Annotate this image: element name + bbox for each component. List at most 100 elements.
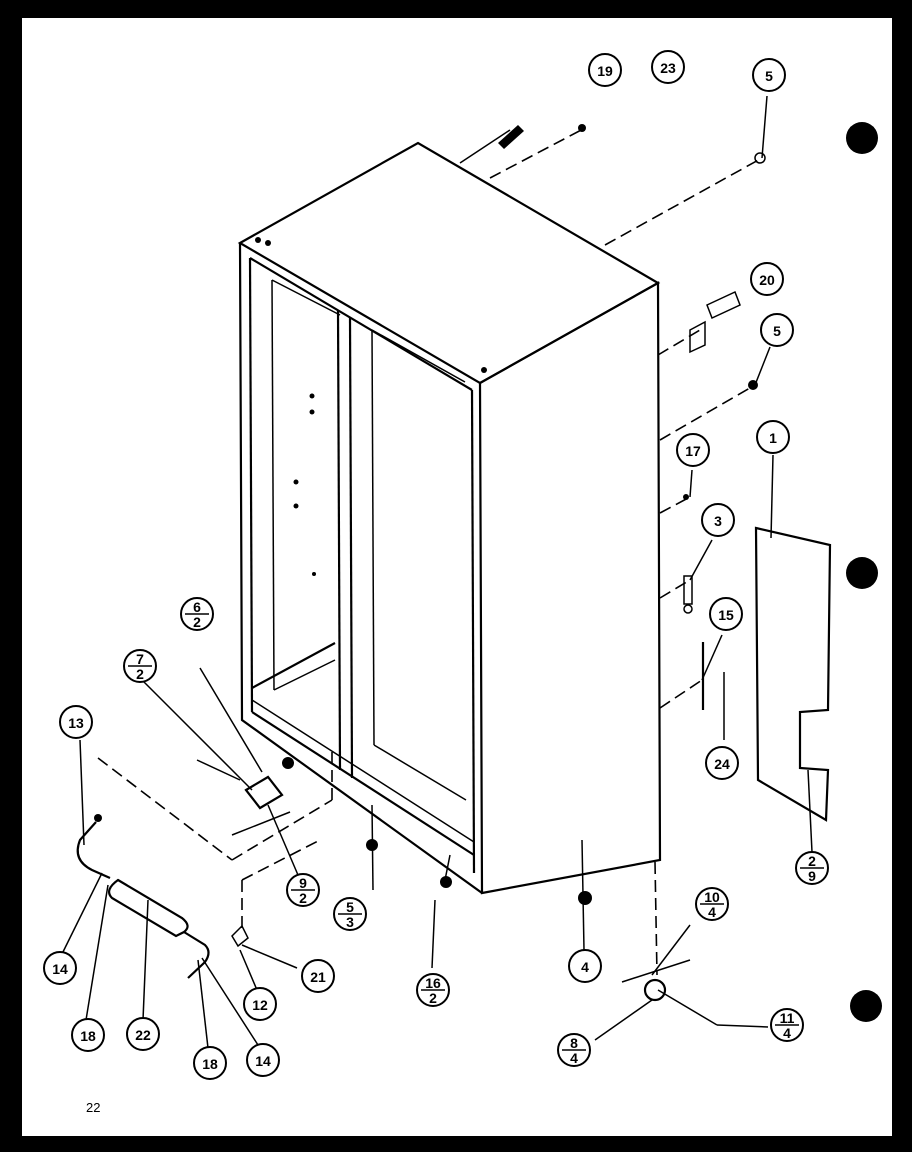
callout-c15: 15 (709, 597, 743, 631)
callout-circle (651, 50, 685, 84)
callout-c5b: 5 (760, 313, 794, 347)
callout-number: 10 (704, 889, 720, 905)
callout-figure-ref: 4 (570, 1050, 578, 1066)
diagram-sheet (22, 18, 892, 1136)
part-8-roller (643, 978, 667, 1002)
callout-number: 5 (773, 323, 781, 339)
binder-hole-top (846, 122, 878, 154)
callout-number: 2 (808, 853, 816, 869)
scan-edge (22, 1136, 892, 1139)
callout-number: 5 (765, 68, 773, 84)
callout-figure-ref: 2 (136, 666, 144, 682)
callout-c6_2: 62 (180, 597, 214, 631)
callout-circle (301, 959, 335, 993)
part-9-bracket (244, 775, 284, 810)
callout-circle (701, 503, 735, 537)
callout-number: 22 (135, 1027, 151, 1043)
callout-circle (752, 58, 786, 92)
callout-circle (760, 313, 794, 347)
callout-c18a: 18 (71, 1018, 105, 1052)
callout-figure-ref: 2 (429, 990, 437, 1006)
part-1-panel (754, 526, 832, 822)
callout-c17: 17 (676, 433, 710, 467)
callout-number: 18 (80, 1028, 96, 1044)
callout-number: 5 (346, 899, 354, 915)
callout-number: 21 (310, 969, 326, 985)
part-3 (683, 575, 693, 605)
callout-c5a: 5 (752, 58, 786, 92)
callout-number: 9 (299, 875, 307, 891)
callout-number: 18 (202, 1056, 218, 1072)
part-16 (440, 876, 452, 888)
callout-figure-ref: 3 (346, 914, 354, 930)
callout-circle (193, 1046, 227, 1080)
part-4-foot (578, 891, 592, 905)
part-5-foot (366, 839, 378, 851)
binder-hole-bottom (850, 990, 882, 1022)
callout-number: 7 (136, 651, 144, 667)
callout-number: 8 (570, 1035, 578, 1051)
callout-number: 4 (581, 959, 589, 975)
cabinet-top-face (237, 141, 661, 385)
callout-figure-ref: 4 (708, 904, 716, 920)
callout-circle (568, 949, 602, 983)
callout-number: 17 (685, 443, 701, 459)
callout-c24: 24 (705, 746, 739, 780)
callout-number: 12 (252, 997, 268, 1013)
callout-circle (43, 951, 77, 985)
callout-circle (709, 597, 743, 631)
callout-c20: 20 (750, 262, 784, 296)
callout-number: 13 (68, 715, 84, 731)
callout-figure-ref: 9 (808, 868, 816, 884)
callout-c13: 13 (59, 705, 93, 739)
cabinet-body (237, 141, 662, 895)
callout-number: 3 (714, 513, 722, 529)
callout-number: 6 (193, 599, 201, 615)
callout-c11_4: 114 (770, 1008, 804, 1042)
callout-number: 11 (780, 1010, 795, 1026)
callout-number: 20 (759, 272, 775, 288)
callout-circle (588, 53, 622, 87)
callout-number: 14 (255, 1053, 271, 1069)
callout-c4: 4 (568, 949, 602, 983)
callout-c3: 3 (701, 503, 735, 537)
callout-circle (750, 262, 784, 296)
callout-figure-ref: 2 (299, 890, 307, 906)
callout-c5_3: 53 (333, 897, 367, 931)
callout-c18b: 18 (193, 1046, 227, 1080)
callout-number: 1 (769, 430, 777, 446)
cabinet-side-face (478, 281, 662, 895)
callout-c1: 1 (756, 420, 790, 454)
callout-c14a: 14 (43, 951, 77, 985)
leader-lines (59, 95, 813, 1049)
callout-figure-ref: 4 (783, 1025, 791, 1041)
callout-c14b: 14 (246, 1043, 280, 1077)
callout-number: 19 (597, 63, 613, 79)
callout-c19: 19 (588, 53, 622, 87)
callout-circle (59, 705, 93, 739)
part-13-tube (76, 821, 111, 880)
callout-circle (243, 987, 277, 1021)
callout-c10_4: 104 (695, 887, 729, 921)
callout-circle (126, 1017, 160, 1051)
callout-c12: 12 (243, 987, 277, 1021)
callout-c8_4: 84 (557, 1033, 591, 1067)
part-20-hinge (706, 290, 741, 320)
part-5-upper (754, 152, 766, 164)
callout-c16_2: 162 (416, 973, 450, 1007)
callout-circle (246, 1043, 280, 1077)
callout-number: 16 (425, 975, 441, 991)
callout-number: 14 (52, 961, 68, 977)
callout-circle (71, 1018, 105, 1052)
callout-figure-ref: 2 (193, 614, 201, 630)
cabinet-front-edge (238, 242, 483, 894)
part-19 (498, 125, 524, 149)
callout-c2_9: 29 (795, 851, 829, 885)
parts (76, 124, 832, 1002)
callout-c23: 23 (651, 50, 685, 84)
part-21-clip (231, 924, 249, 948)
part-17 (683, 494, 689, 500)
